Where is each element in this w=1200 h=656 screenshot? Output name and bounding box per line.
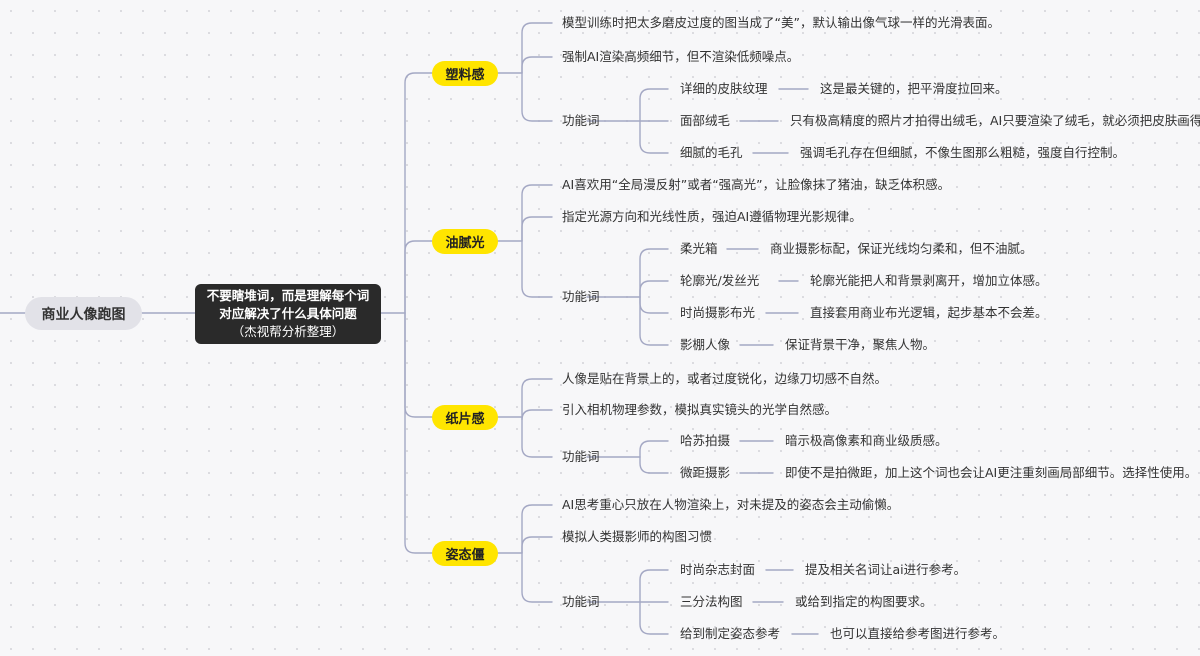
branch-node-label: 塑料感 — [445, 68, 485, 83]
function-word-term[interactable]: 面部绒毛 — [680, 113, 731, 128]
branch-node[interactable]: 姿态僵 — [432, 541, 498, 566]
center-node-line-1: 不要瞎堆词，而是理解每个词 — [206, 288, 370, 303]
function-word-term[interactable]: 影棚人像 — [680, 337, 731, 352]
function-words-node[interactable]: 功能词 — [562, 449, 600, 464]
function-word-description[interactable]: 保证背景干净，聚焦人物。 — [785, 337, 936, 352]
branch-node[interactable]: 纸片感 — [432, 405, 498, 430]
branch-item[interactable]: 模拟人类摄影师的构图习惯 — [562, 529, 713, 544]
function-word-description[interactable]: 或给到指定的构图要求。 — [795, 594, 933, 609]
function-word-term[interactable]: 给到制定姿态参考 — [680, 626, 781, 641]
root-node[interactable]: 商业人像跑图 — [25, 297, 142, 330]
function-word-description[interactable]: 提及相关名词让ai进行参考。 — [805, 562, 967, 577]
branch-item[interactable]: AI喜欢用“全局漫反射”或者“强高光”，让脸像抹了猪油，缺乏体积感。 — [562, 177, 951, 192]
function-word-description[interactable]: 直接套用商业布光逻辑，起步基本不会差。 — [810, 305, 1048, 320]
branch-node[interactable]: 油腻光 — [432, 229, 498, 254]
function-word-description[interactable]: 只有极高精度的照片才拍得出绒毛，AI只要渲染了绒毛，就必须把皮肤画得 — [790, 113, 1200, 128]
function-word-term[interactable]: 时尚杂志封面 — [680, 562, 756, 577]
function-word-term[interactable]: 细腻的毛孔 — [680, 145, 743, 160]
branch-node[interactable]: 塑料感 — [432, 61, 498, 86]
branch-item[interactable]: 强制AI渲染高频细节，但不渲染低频噪点。 — [562, 49, 800, 64]
branch-item[interactable]: 指定光源方向和光线性质，强迫AI遵循物理光影规律。 — [562, 209, 862, 224]
branch-node-label: 纸片感 — [445, 412, 485, 427]
branch-item[interactable]: 模型训练时把太多磨皮过度的图当成了“美”，默认输出像气球一样的光滑表面。 — [562, 15, 1000, 30]
function-words-node[interactable]: 功能词 — [562, 113, 600, 128]
center-node-line-2: 对应解决了什么具体问题 — [219, 306, 357, 321]
function-words-node[interactable]: 功能词 — [562, 289, 600, 304]
branch-node-label: 油腻光 — [445, 236, 485, 251]
function-word-term[interactable]: 哈苏拍摄 — [680, 433, 731, 448]
root-node-label: 商业人像跑图 — [41, 306, 126, 323]
function-words-node[interactable]: 功能词 — [562, 594, 600, 609]
branch-node-label: 姿态僵 — [445, 548, 485, 563]
center-node[interactable]: 不要瞎堆词，而是理解每个词 对应解决了什么具体问题 （杰视帮分析整理） — [195, 284, 381, 344]
function-word-term[interactable]: 详细的皮肤纹理 — [680, 81, 768, 96]
function-word-description[interactable]: 轮廓光能把人和背景剥离开，增加立体感。 — [810, 273, 1048, 288]
function-word-description[interactable]: 也可以直接给参考图进行参考。 — [830, 626, 1006, 641]
function-word-description[interactable]: 商业摄影标配，保证光线均匀柔和，但不油腻。 — [770, 241, 1033, 256]
branch-item[interactable]: 人像是贴在背景上的，或者过度锐化，边缘刀切感不自然。 — [562, 371, 888, 386]
function-word-term[interactable]: 三分法构图 — [680, 594, 743, 609]
function-word-description[interactable]: 强调毛孔存在但细腻，不像生图那么粗糙，强度自行控制。 — [800, 145, 1126, 160]
function-word-description[interactable]: 暗示极高像素和商业级质感。 — [785, 433, 948, 448]
function-word-description[interactable]: 即使不是拍微距，加上这个词也会让AI更注重刻画局部细节。选择性使用。 — [785, 465, 1198, 480]
function-word-term[interactable]: 柔光箱 — [680, 241, 718, 256]
function-word-term[interactable]: 微距摄影 — [680, 465, 731, 480]
function-word-term[interactable]: 轮廓光/发丝光 — [680, 273, 760, 288]
branch-item[interactable]: AI思考重心只放在人物渲染上，对未提及的姿态会主动偷懒。 — [562, 497, 900, 512]
function-word-description[interactable]: 这是最关键的，把平滑度拉回来。 — [820, 81, 1008, 96]
center-node-line-3: （杰视帮分析整理） — [231, 324, 345, 339]
branch-item[interactable]: 引入相机物理参数，模拟真实镜头的光学自然感。 — [562, 402, 838, 417]
function-word-term[interactable]: 时尚摄影布光 — [680, 305, 756, 320]
